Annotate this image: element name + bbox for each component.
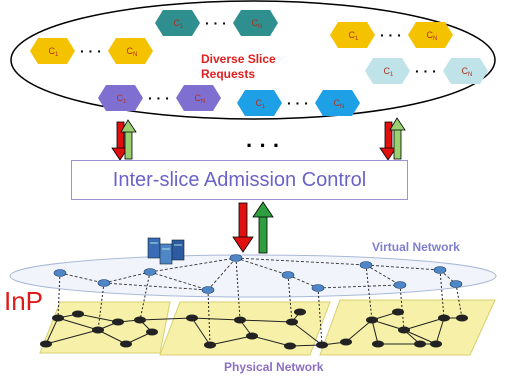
physical-node	[40, 340, 52, 348]
virtual-nodes	[53, 254, 463, 294]
label-line-2: Requests	[201, 67, 256, 81]
physical-node	[372, 340, 384, 348]
mapping-lines	[57, 257, 463, 346]
physical-nodes	[40, 308, 468, 350]
server-icon	[147, 237, 185, 265]
physical-node	[316, 341, 328, 349]
label-line-1: Diverse Slice	[201, 52, 276, 66]
arrow-pair-left	[111, 119, 137, 161]
inter-slice-admission-control-box: Inter-slice Admission Control	[71, 160, 408, 200]
slice-label: CN	[195, 93, 206, 105]
physical-node	[52, 314, 64, 322]
virtual-node	[97, 279, 111, 287]
physical-node	[392, 308, 404, 316]
slice-label: CN	[127, 46, 138, 58]
slice-hexagon	[108, 38, 153, 64]
middle-ellipsis: · · ·	[246, 133, 280, 158]
slice-dots: · · ·	[205, 15, 227, 31]
slice-hexagon	[155, 10, 200, 36]
arrow-pair-right	[379, 117, 406, 161]
physical-node	[204, 341, 216, 349]
slice-group: C1 · · · CN	[237, 90, 360, 116]
slice-request-groups: C1 · · · CN C1 · · · CN C1 · · · CN C1 · · · CN C1 · …	[30, 10, 488, 116]
physical-node	[286, 318, 298, 326]
slice-hexagon	[233, 10, 278, 36]
slice-group: C1 · · · CN	[330, 22, 453, 48]
virtual-node	[143, 268, 157, 276]
inp-label: InP	[4, 286, 44, 316]
slice-dots: · · ·	[80, 43, 102, 59]
slice-hexagon	[237, 90, 282, 116]
virtual-node	[229, 254, 243, 262]
physical-node	[456, 314, 468, 322]
virtual-node	[433, 266, 447, 274]
slice-dots: · · ·	[380, 27, 402, 43]
slice-hexagon	[30, 38, 75, 64]
slice-hexagon	[443, 58, 488, 84]
physical-network-label: Physical Network	[224, 360, 324, 374]
physical-node	[430, 340, 442, 348]
slice-label: CN	[462, 66, 473, 78]
physical-node	[340, 338, 352, 346]
slice-hexagon	[330, 22, 375, 48]
slice-group: C1 · · · CN	[365, 58, 488, 84]
physical-node	[414, 340, 426, 348]
slice-label: CN	[252, 18, 263, 30]
virtual-node	[53, 269, 67, 277]
slice-label: C1	[384, 66, 395, 78]
slice-label: C1	[117, 93, 128, 105]
virtual-network-plane	[9, 254, 497, 298]
physical-node	[72, 310, 84, 318]
physical-node	[134, 316, 146, 324]
virtual-node	[393, 281, 407, 289]
slice-label: CN	[334, 98, 345, 110]
physical-node	[366, 316, 378, 324]
virtual-node	[281, 271, 295, 279]
virtual-node	[311, 284, 325, 292]
slice-hexagon	[176, 85, 221, 111]
diverse-slice-requests-label: Diverse Slice Requests	[201, 52, 276, 82]
physical-node	[186, 314, 198, 322]
admission-control-label: Inter-slice Admission Control	[112, 168, 367, 191]
slice-dots: · · ·	[148, 90, 170, 106]
virtual-node	[201, 286, 215, 294]
slice-dots: · · ·	[415, 63, 437, 79]
physical-node	[284, 342, 296, 350]
slice-group: C1 · · · CN	[30, 38, 153, 64]
slice-label: C1	[256, 98, 267, 110]
slice-hexagon	[98, 85, 143, 111]
physical-node	[438, 314, 450, 322]
physical-node	[112, 318, 124, 326]
slice-label: CN	[427, 30, 438, 42]
slice-label: C1	[349, 30, 360, 42]
slice-group: C1 · · · CN	[98, 85, 221, 111]
physical-node	[120, 340, 132, 348]
physical-node	[294, 308, 306, 316]
physical-node	[246, 332, 258, 340]
slice-dots: · · ·	[287, 95, 309, 111]
virtual-node	[449, 280, 463, 288]
virtual-node	[359, 261, 373, 269]
slice-hexagon	[315, 90, 360, 116]
physical-node	[234, 316, 246, 324]
slice-label: C1	[174, 18, 185, 30]
virtual-network-label: Virtual Network	[372, 240, 460, 254]
slice-hexagon	[408, 22, 453, 48]
physical-network-planes	[39, 299, 496, 356]
physical-node	[92, 326, 104, 334]
slice-group: C1 · · · CN	[155, 10, 278, 36]
slice-label: C1	[49, 46, 60, 58]
arrow-pair-center	[232, 201, 274, 254]
physical-node	[146, 328, 158, 336]
physical-node	[398, 326, 410, 334]
slice-hexagon	[365, 58, 410, 84]
